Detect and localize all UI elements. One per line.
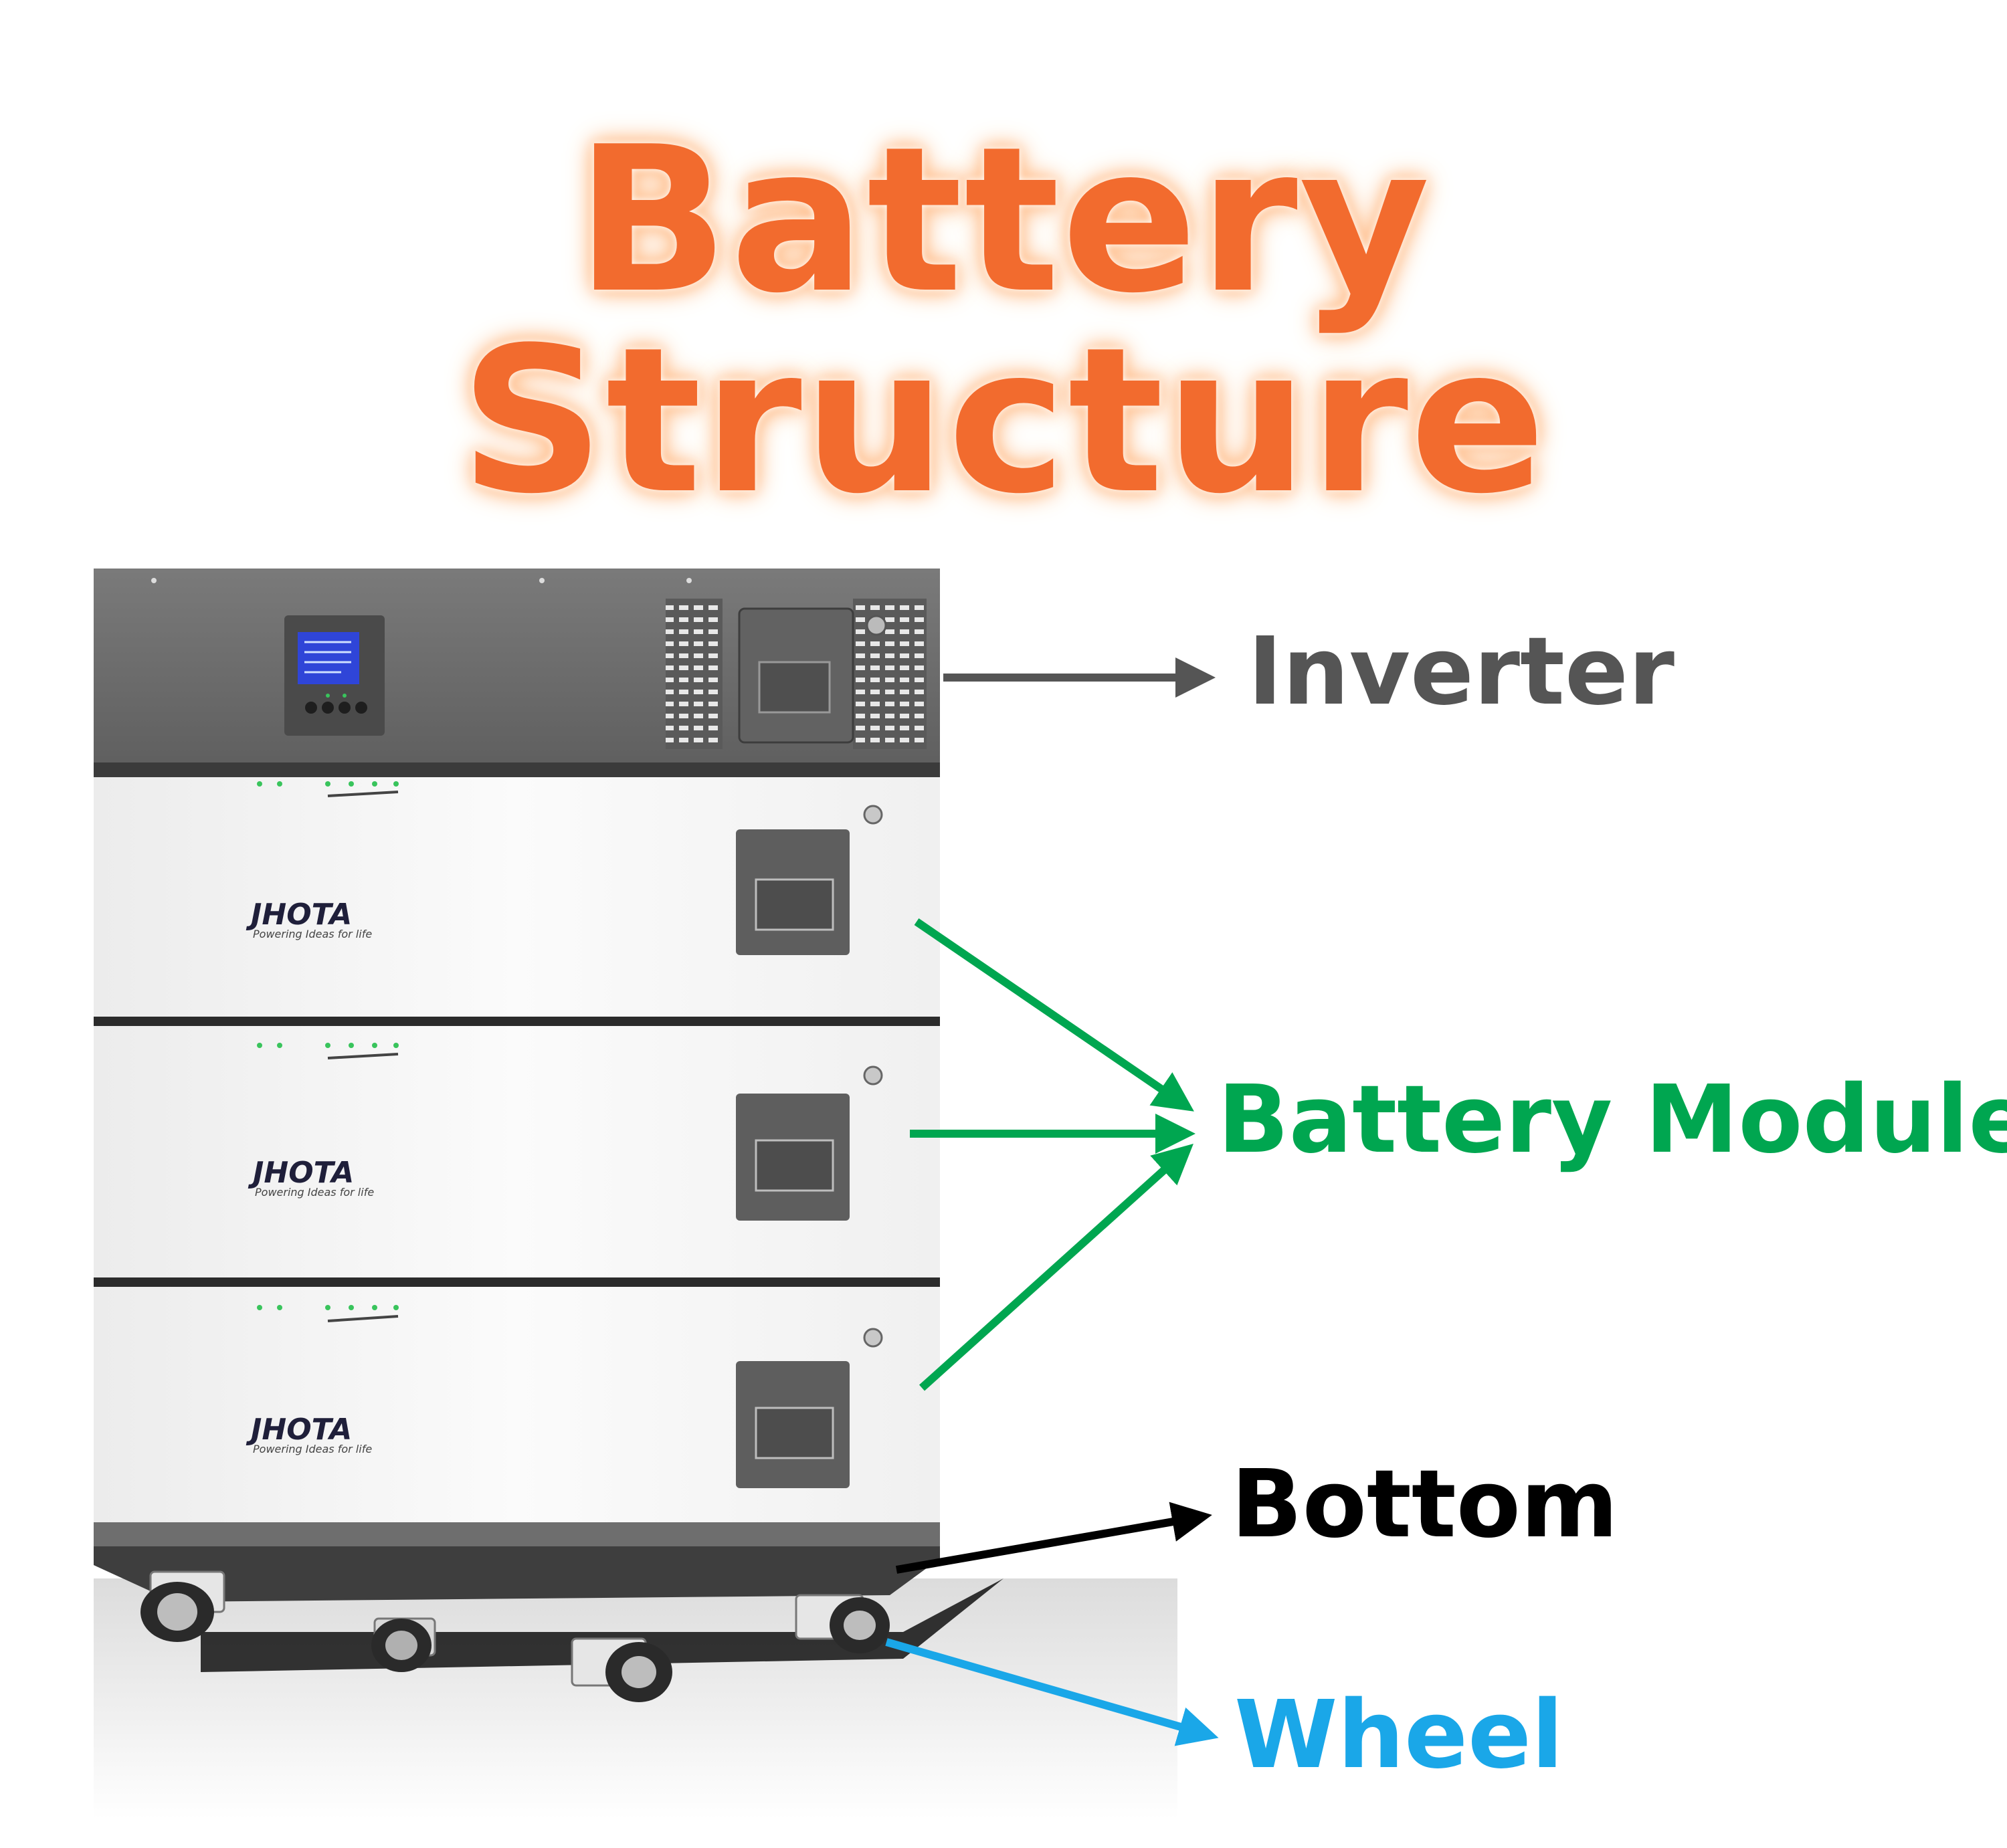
wheel-front-right [795,1594,890,1653]
wheel-arrow [885,1638,1219,1746]
lcd-screen [298,632,359,684]
bottom-label: Bottom [1231,1450,1618,1559]
inverter-unit [94,569,940,777]
brand-logo: JHOTA [246,898,352,932]
battery-module-arrow-3 [919,1143,1193,1391]
inverter-display-panel [284,615,385,736]
display-button [322,702,334,714]
wheel-label: Wheel [1234,1681,1563,1790]
inverter-label: Inverter [1248,617,1675,726]
brand-tagline: Powering Ideas for life [255,1186,374,1199]
module-lock [863,1328,883,1348]
brand-logo: JHOTA [246,1413,352,1447]
wheel-front-center [571,1637,672,1702]
display-button [305,702,317,714]
module-lock [863,1065,883,1086]
inverter-vent-right [853,599,927,749]
display-button [339,702,351,714]
wheel-front-left [140,1570,225,1642]
module-lock [863,805,883,825]
battery-module-2: JHOTA Powering Ideas for life [94,1026,940,1288]
inverter-vent-left [666,599,723,749]
battery-module-1: JHOTA Powering Ideas for life [94,777,940,1027]
display-button [355,702,367,714]
brand-tagline: Powering Ideas for life [253,928,372,940]
wheel-back-left [371,1617,436,1672]
bottom-base [94,1522,940,1602]
page-title: Battery Structure [460,104,1547,538]
brand-tagline: Powering Ideas for life [253,1443,372,1455]
bottom-arrow [895,1502,1212,1574]
inverter-knob [866,615,887,636]
brand-logo: JHOTA [248,1156,354,1190]
battery-module-arrow-1 [914,918,1194,1112]
battery-module-3: JHOTA Powering Ideas for life [94,1287,940,1522]
battery-module-label: Battery Module [1218,1065,2007,1174]
